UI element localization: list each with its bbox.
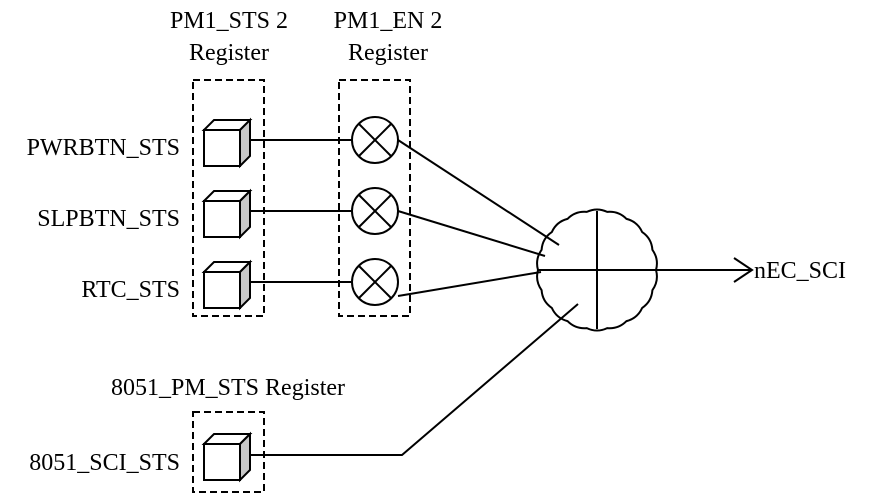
output-arrow-icon [733,257,754,283]
signal-label-pwrbtn-sts: PWRBTN_STS [27,135,180,161]
signal-label-slpbtn-sts: SLPBTN_STS [37,206,180,232]
8051-sci-sts-bit-cube [201,431,253,483]
wire-8051-sci-to-or [250,303,579,456]
pm1-en-register-title: PM1_EN 2 [334,8,443,34]
wire-pwrbtn-gate-to-or [397,139,560,246]
8051-pm-sts-register-title: 8051_PM_STS Register [111,375,345,401]
pwrbtn-enable-gate [351,116,399,164]
rtc-sts-bit-cube [201,259,253,311]
pm1-en-register-box [338,79,411,317]
pm1-sts-register-title: PM1_STS 2 [170,8,288,34]
output-label-nec-sci: nEC_SCI [754,258,846,284]
signal-label-8051-sci-sts: 8051_SCI_STS [29,450,180,476]
wire-slpbtn-gate-to-or [397,210,546,257]
or-junction [536,208,658,332]
8051-pm-sts-register-box [192,411,265,493]
pm1-sts-register-box [192,79,265,317]
wire-rtc-gate-to-or [397,271,542,297]
slpbtn-sts-bit-cube [201,188,253,240]
pm1-sts-register-subtitle: Register [189,40,269,66]
slpbtn-enable-gate [351,187,399,235]
signal-label-rtc-sts: RTC_STS [81,277,180,303]
pwrbtn-sts-bit-cube [201,117,253,169]
rtc-enable-gate [351,258,399,306]
pm1-en-register-subtitle: Register [348,40,428,66]
